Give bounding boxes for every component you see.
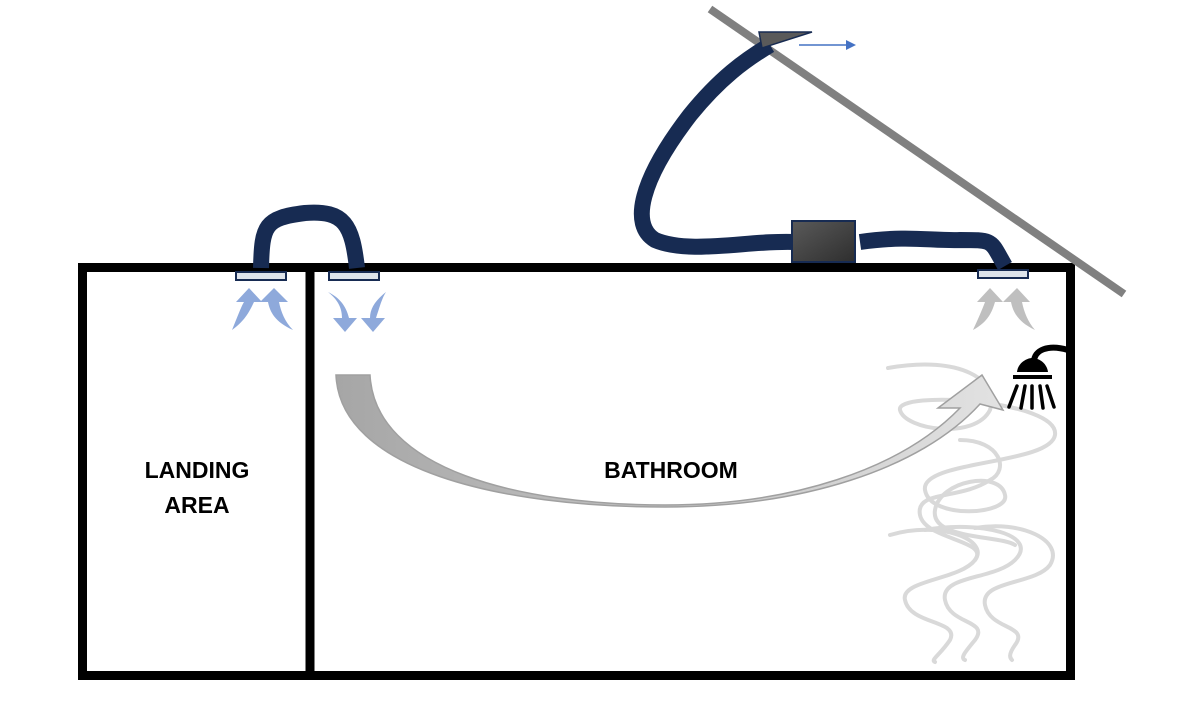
walls [78,263,1075,680]
supply-arrows-down [328,292,386,332]
ducts [253,38,1012,270]
steam-plumes [886,362,1057,664]
landing-label-line1: LANDING [144,457,250,483]
roof-cowl-icon [758,31,813,49]
vent-grille-icon [235,269,1029,281]
shower-icon [1007,344,1069,410]
exhaust-arrow [799,40,856,50]
roof-line [707,5,1127,298]
airflow-arrow [335,373,1005,508]
supply-arrows-up [232,288,293,330]
landing-area-label: LANDING AREA [117,453,277,523]
extractor-fan-icon [791,220,856,263]
extract-arrows-up [973,288,1035,330]
landing-label-line2: AREA [164,492,230,518]
bathroom-label: BATHROOM [604,457,738,483]
